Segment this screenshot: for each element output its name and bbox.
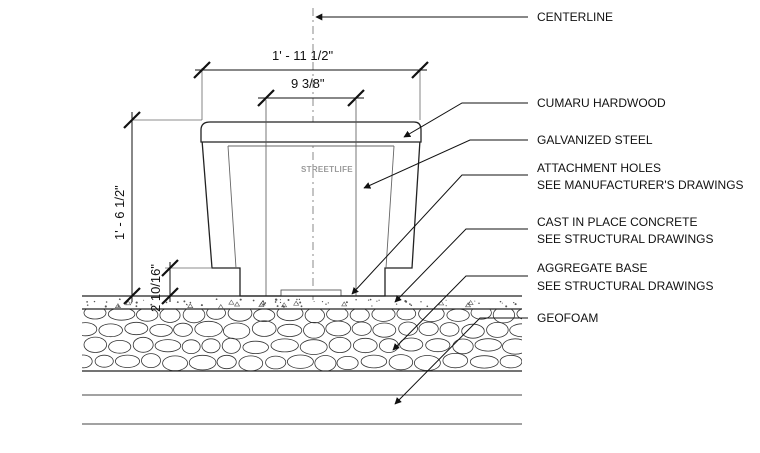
overall-width-dimension: 1' - 11 1/2" [193,48,429,120]
aggregate-leader [392,275,528,351]
concrete-leader [394,228,528,303]
concrete-slab [82,295,522,310]
streetlife-logo: STREETLIFE [301,165,353,174]
leader-lines [315,13,528,405]
inner-width-dimension: 9 3/8" [257,76,365,107]
label-centerline: CENTERLINE [537,10,613,24]
steel-leader [363,139,528,189]
callout-labels: CENTERLINE CUMARU HARDWOOD GALVANIZED ST… [537,10,744,325]
embed-dimension: 2 10/16" [148,259,212,312]
height-text: 1' - 6 1/2" [112,185,127,240]
concrete-speckles [86,298,517,309]
steel-inner-profile [227,145,395,269]
embed-text: 2 10/16" [148,264,163,312]
label-cumaru-hardwood: CUMARU HARDWOOD [537,96,666,110]
bench-section: STREETLIFE [200,100,422,297]
label-see-manufacturer: SEE MANUFACTURER'S DRAWINGS [537,178,744,192]
label-cast-in-place-concrete: CAST IN PLACE CONCRETE [537,215,697,229]
base-plate [280,289,342,297]
label-see-structural-1: SEE STRUCTURAL DRAWINGS [537,232,713,246]
geofoam-leader [394,317,528,405]
label-see-structural-2: SEE STRUCTURAL DRAWINGS [537,279,713,293]
aggregate-stones [82,309,522,371]
steel-outer-profile [201,139,421,297]
label-attachment-holes: ATTACHMENT HOLES [537,161,661,175]
inner-width-text: 9 3/8" [291,76,325,91]
cumaru-leader [403,102,528,138]
aggregate-stone-layer [82,309,522,372]
holes-leader [351,174,528,295]
overall-width-text: 1' - 11 1/2" [272,48,333,63]
height-dimension: 1' - 6 1/2" [112,111,202,305]
cumaru-hardwood-cap [200,121,422,143]
label-aggregate-base: AGGREGATE BASE [537,261,647,275]
label-geofoam: GEOFOAM [537,311,598,325]
label-galvanized-steel: GALVANIZED STEEL [537,133,653,147]
